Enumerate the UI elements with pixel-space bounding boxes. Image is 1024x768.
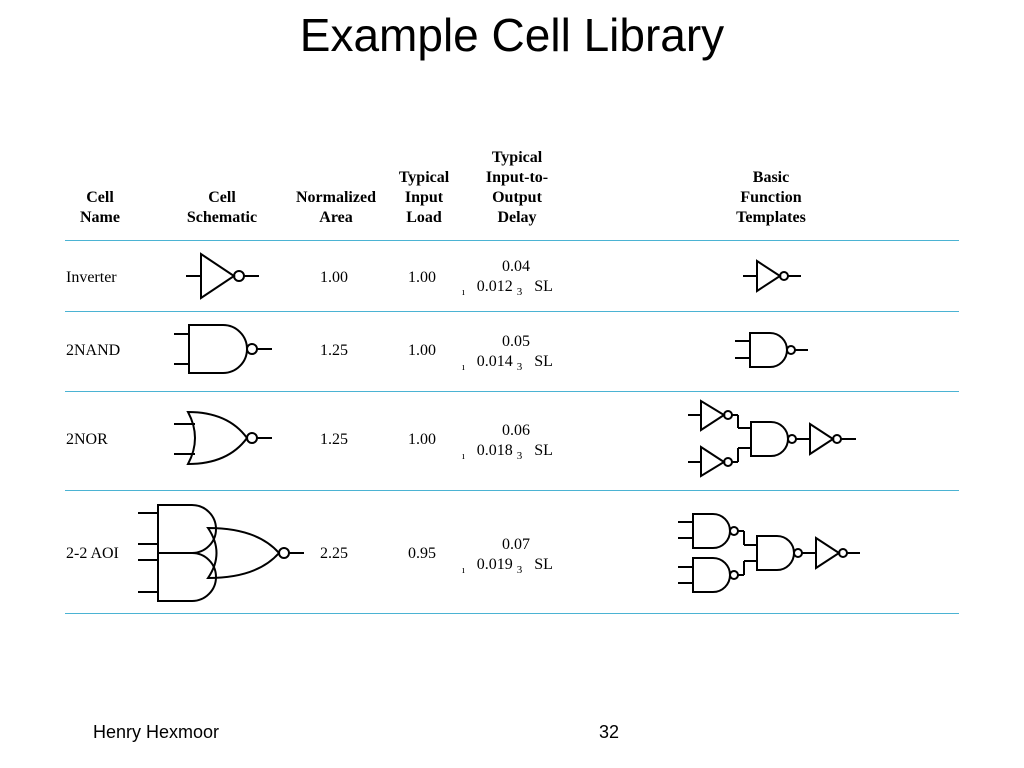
header-line: Cell bbox=[208, 189, 236, 206]
header-line: Name bbox=[80, 209, 120, 226]
cell-name-2nand: 2NAND bbox=[66, 342, 121, 359]
delay-value: 0.04 ı 0.012 3 SL bbox=[462, 257, 582, 299]
header-typical-delay: Typical Input-to- Output Delay bbox=[470, 148, 564, 228]
delay-subscript: 3 bbox=[516, 361, 523, 373]
delay-intercept: 0.07 bbox=[502, 536, 530, 553]
delay-intercept: 0.06 bbox=[502, 422, 530, 439]
header-line: Area bbox=[319, 209, 353, 226]
footer-author: Henry Hexmoor bbox=[93, 722, 220, 742]
load-value: 1.00 bbox=[408, 431, 436, 448]
table-rule bbox=[65, 311, 959, 312]
delay-slope: 0.014 bbox=[476, 353, 513, 370]
table-rule bbox=[65, 240, 959, 241]
delay-slope: 0.018 bbox=[476, 442, 513, 459]
header-typical-input-load: Typical Input Load bbox=[385, 168, 463, 228]
delay-unit: SL bbox=[534, 278, 553, 295]
delay-unit: SL bbox=[534, 442, 553, 459]
delay-mark: ı bbox=[462, 362, 465, 373]
header-line: Typical bbox=[491, 149, 543, 166]
header-line: Output bbox=[492, 189, 542, 206]
table-rule bbox=[65, 391, 959, 392]
header-line: Delay bbox=[497, 209, 537, 226]
nand2-template-icon bbox=[735, 332, 808, 368]
delay-subscript: 3 bbox=[516, 286, 523, 298]
delay-mark: ı bbox=[462, 287, 465, 298]
header-basic-function-templates: Basic Function Templates bbox=[720, 168, 822, 228]
inverter-template-icon bbox=[743, 259, 801, 293]
header-line: Cell bbox=[86, 189, 114, 206]
delay-slope: 0.019 bbox=[476, 556, 513, 573]
delay-value: 0.06 ı 0.018 3 SL bbox=[462, 421, 582, 463]
table-rule bbox=[65, 613, 959, 614]
table-rule bbox=[65, 490, 959, 491]
delay-value: 0.07 ı 0.019 3 SL bbox=[462, 535, 582, 577]
area-value: 2.25 bbox=[320, 545, 348, 562]
inverter-schematic-icon bbox=[186, 252, 259, 300]
header-line: Templates bbox=[736, 209, 806, 226]
delay-subscript: 3 bbox=[516, 564, 523, 576]
page-number: 32 bbox=[599, 722, 620, 742]
cell-name-2-2-aoi: 2-2 AOI bbox=[66, 545, 119, 562]
header-line: Schematic bbox=[186, 209, 258, 226]
delay-unit: SL bbox=[534, 353, 553, 370]
header-line: Load bbox=[406, 209, 442, 226]
header-line: Input bbox=[404, 189, 444, 206]
load-value: 0.95 bbox=[408, 545, 436, 562]
aoi22-schematic-icon bbox=[138, 504, 304, 602]
area-value: 1.25 bbox=[320, 431, 348, 448]
header-cell-schematic: Cell Schematic bbox=[172, 188, 272, 228]
delay-intercept: 0.05 bbox=[502, 333, 530, 350]
header-line: Function bbox=[740, 189, 802, 206]
header-cell-name: Cell Name bbox=[70, 188, 130, 228]
header-line: Input-to- bbox=[485, 169, 549, 186]
cell-name-2nor: 2NOR bbox=[66, 431, 108, 448]
nor2-schematic-icon bbox=[174, 410, 272, 466]
nand2-schematic-icon bbox=[174, 324, 272, 374]
delay-intercept: 0.04 bbox=[502, 258, 530, 275]
load-value: 1.00 bbox=[408, 269, 436, 286]
slide-title: Example Cell Library bbox=[299, 9, 725, 61]
aoi22-template-icon bbox=[678, 513, 860, 593]
header-normalized-area: Normalized Area bbox=[286, 188, 386, 228]
header-line: Typical bbox=[398, 169, 450, 186]
header-line: Basic bbox=[752, 169, 790, 186]
delay-slope: 0.012 bbox=[476, 278, 513, 295]
delay-subscript: 3 bbox=[516, 450, 523, 462]
delay-unit: SL bbox=[534, 556, 553, 573]
area-value: 1.25 bbox=[320, 342, 348, 359]
nor2-template-icon bbox=[688, 399, 856, 478]
header-line: Normalized bbox=[296, 189, 376, 206]
load-value: 1.00 bbox=[408, 342, 436, 359]
delay-value: 0.05 ı 0.014 3 SL bbox=[462, 332, 582, 374]
delay-mark: ı bbox=[462, 565, 465, 576]
area-value: 1.00 bbox=[320, 269, 348, 286]
delay-mark: ı bbox=[462, 451, 465, 462]
cell-name-inverter: Inverter bbox=[66, 269, 117, 286]
